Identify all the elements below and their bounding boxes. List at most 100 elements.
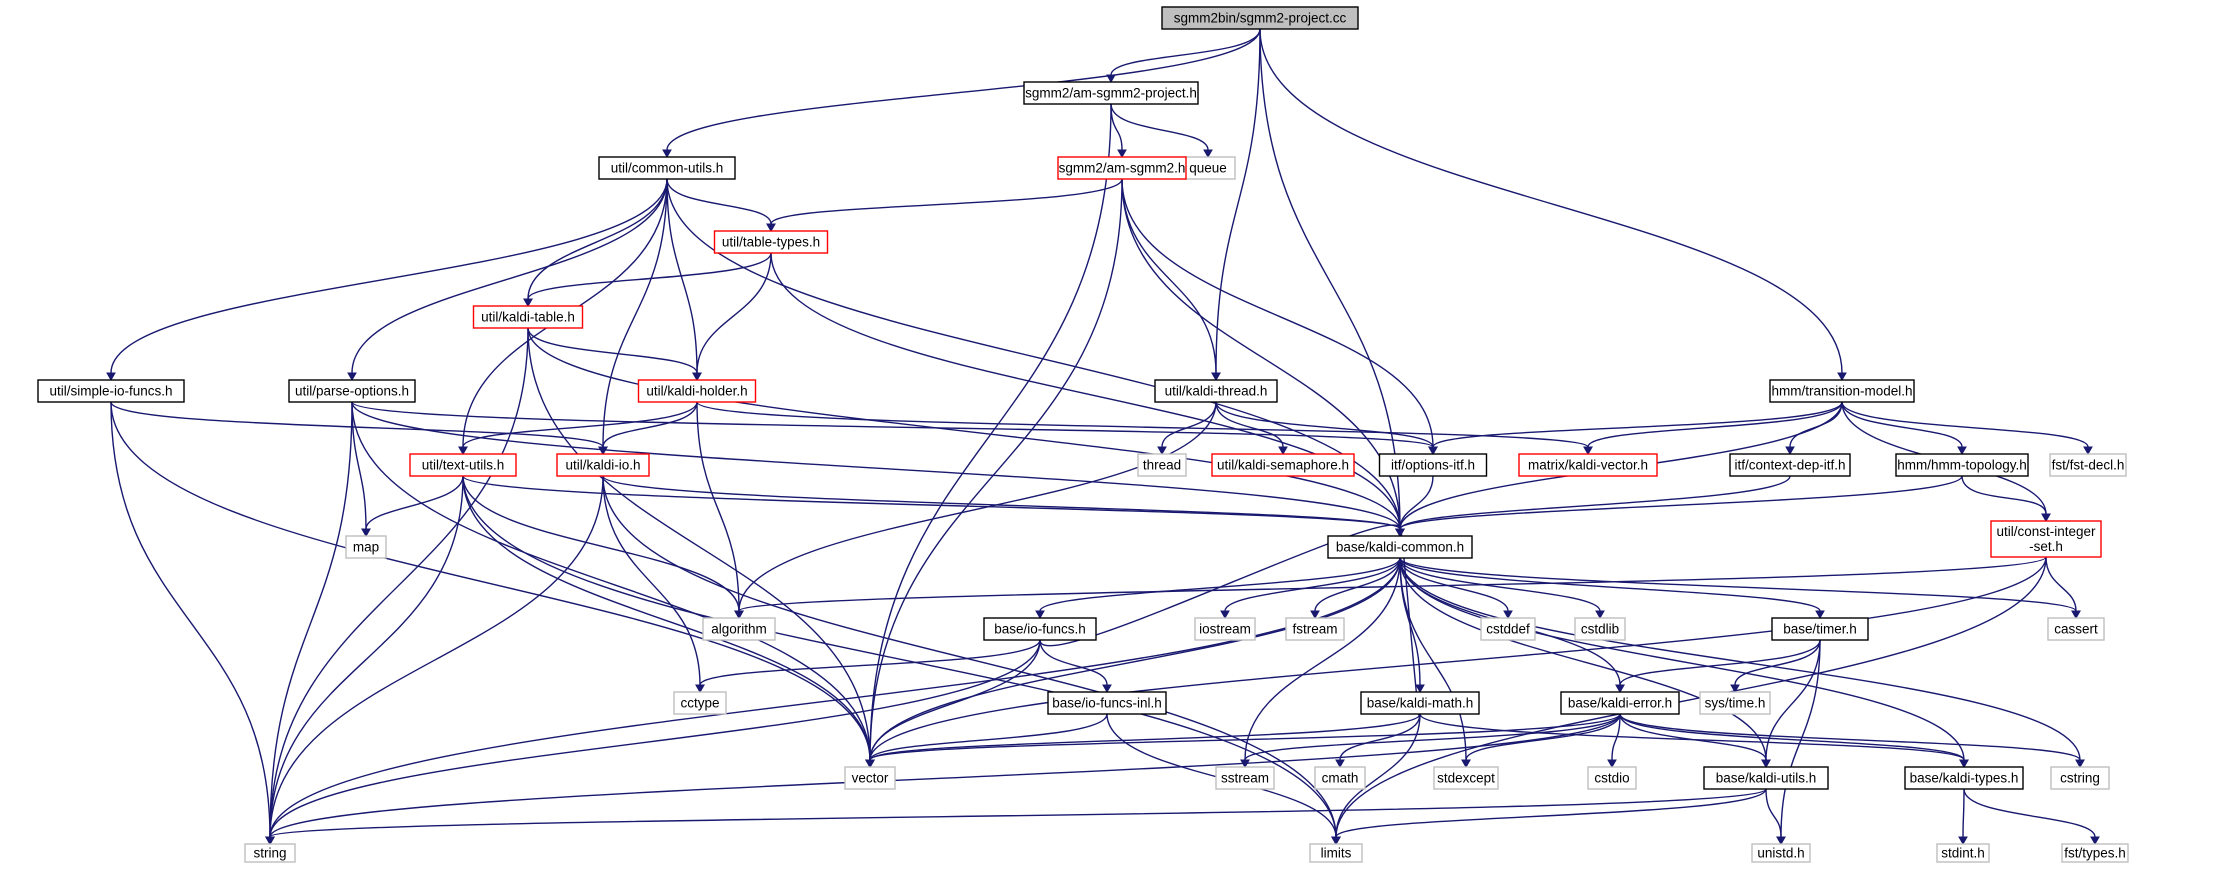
- edge-kaldicommon-to-timer: [1399, 557, 1825, 620]
- node-systime: sys/time.h: [1699, 691, 1771, 715]
- node-iofuncsinl[interactable]: base/io-funcs-inl.h: [1047, 691, 1167, 715]
- edge-constint-to-vector: [865, 556, 2047, 769]
- node-label: fst/fst-decl.h: [2052, 458, 2125, 473]
- edge-common-to-simpleio: [106, 178, 668, 382]
- node-iofuncs[interactable]: base/io-funcs.h: [983, 617, 1097, 641]
- node-box: [1154, 379, 1278, 403]
- node-box: [1990, 520, 2102, 558]
- edge-kaldierror-to-sstream: [1240, 713, 1621, 769]
- edge-root-to-common: [662, 28, 1261, 159]
- node-cstdlib: cstdlib: [1574, 617, 1626, 641]
- edge-constint-to-cassert: [2045, 556, 2081, 620]
- node-textutils[interactable]: util/text-utils.h: [409, 453, 517, 477]
- node-label: stdexcept: [1437, 771, 1495, 786]
- edge-textutils-to-limits: [462, 475, 1341, 846]
- node-label: itf/context-dep-itf.h: [1734, 458, 1845, 473]
- node-label: sgmm2/am-sgmm2-project.h: [1025, 86, 1197, 101]
- edge-transmodel-to-kaldivector: [1583, 401, 1843, 456]
- node-kaldivector[interactable]: matrix/kaldi-vector.h: [1518, 453, 1658, 477]
- node-amsgmm2[interactable]: sgmm2/am-sgmm2.h: [1057, 156, 1187, 180]
- node-label: sgmm2bin/sgmm2-project.cc: [1174, 11, 1347, 26]
- node-kalditypes[interactable]: base/kaldi-types.h: [1904, 766, 2024, 790]
- node-box: [556, 453, 650, 477]
- node-semaphore[interactable]: util/kaldi-semaphore.h: [1211, 453, 1355, 477]
- node-box: [983, 617, 1097, 641]
- node-label: util/kaldi-thread.h: [1165, 384, 1268, 399]
- node-kalditable[interactable]: util/kaldi-table.h: [472, 305, 584, 329]
- node-box: [1729, 453, 1851, 477]
- node-label: base/io-funcs-inl.h: [1052, 696, 1162, 711]
- node-label: queue: [1189, 161, 1227, 176]
- edge-kaldiio-to-string: [265, 475, 604, 846]
- node-label: base/timer.h: [1783, 622, 1857, 637]
- node-holder[interactable]: util/kaldi-holder.h: [637, 379, 757, 403]
- node-box: [1215, 766, 1275, 790]
- node-box: [37, 379, 185, 403]
- node-thread[interactable]: util/kaldi-thread.h: [1154, 379, 1278, 403]
- node-box: [1936, 843, 1990, 863]
- node-box: [2061, 843, 2129, 863]
- node-box: [673, 691, 727, 715]
- edge-kaldiutils-to-string: [265, 788, 1767, 846]
- edge-hmmtopo-to-constint: [1961, 475, 2051, 523]
- edge-iofuncs-to-string: [265, 639, 1041, 846]
- node-constint[interactable]: util/const-integer-set.h: [1990, 520, 2102, 558]
- node-label: cctype: [680, 696, 719, 711]
- node-label: map: [353, 540, 379, 555]
- node-limits: limits: [1309, 843, 1363, 863]
- node-transmodel[interactable]: hmm/transition-model.h: [1769, 379, 1915, 403]
- node-label: util/kaldi-semaphore.h: [1217, 458, 1349, 473]
- edge-simpleio-to-kaldiio: [110, 401, 608, 456]
- node-tabletypes[interactable]: util/table-types.h: [713, 230, 829, 254]
- node-optionsitf[interactable]: itf/options-itf.h: [1378, 453, 1488, 477]
- node-box: [637, 379, 757, 403]
- edge-common-to-parseopts: [347, 178, 668, 382]
- node-label: base/kaldi-common.h: [1336, 540, 1464, 555]
- node-box: [1480, 617, 1536, 641]
- edge-iofuncs-to-cctype: [695, 639, 1041, 694]
- node-label: cassert: [2054, 622, 2098, 637]
- node-label: -set.h: [2029, 539, 2063, 554]
- node-box: [1703, 766, 1829, 790]
- node-kaldiio[interactable]: util/kaldi-io.h: [556, 453, 650, 477]
- node-label: base/kaldi-math.h: [1367, 696, 1474, 711]
- edge-kaldicommon-to-cstdlib: [1399, 557, 1605, 620]
- edge-holder-to-textutils: [458, 401, 698, 456]
- node-simpleio[interactable]: util/simple-io-funcs.h: [37, 379, 185, 403]
- edge-kalditable-to-holder: [527, 327, 702, 382]
- node-timer[interactable]: base/timer.h: [1771, 617, 1869, 641]
- node-box: [713, 230, 829, 254]
- edge-kaldierror-to-cstring: [1619, 713, 2085, 769]
- node-label: algorithm: [711, 622, 767, 637]
- node-label: util/kaldi-io.h: [565, 458, 640, 473]
- node-box: [1023, 81, 1199, 105]
- node-label: iostream: [1199, 622, 1251, 637]
- node-label: base/kaldi-types.h: [1910, 771, 2019, 786]
- node-common[interactable]: util/common-utils.h: [598, 156, 736, 180]
- node-box: [1751, 843, 1811, 863]
- node-root[interactable]: sgmm2bin/sgmm2-project.cc: [1161, 6, 1359, 30]
- edge-textutils-to-map: [361, 475, 464, 538]
- edge-root-to-transmodel: [1259, 28, 1847, 382]
- node-box: [1769, 379, 1915, 403]
- node-kaldiutils[interactable]: base/kaldi-utils.h: [1703, 766, 1829, 790]
- node-contextdep[interactable]: itf/context-dep-itf.h: [1729, 453, 1851, 477]
- edge-kaldiutils-to-unistd: [1765, 788, 1786, 846]
- node-box: [702, 617, 776, 641]
- node-label: sgmm2/am-sgmm2.h: [1059, 161, 1186, 176]
- edge-kalditypes-to-stdint: [1958, 788, 1968, 846]
- node-parseopts[interactable]: util/parse-options.h: [288, 379, 416, 403]
- node-kaldicommon[interactable]: base/kaldi-common.h: [1327, 535, 1473, 559]
- node-kaldierror[interactable]: base/kaldi-error.h: [1560, 691, 1680, 715]
- node-label: cstring: [2060, 771, 2100, 786]
- node-box: [1057, 156, 1187, 180]
- node-box: [1194, 617, 1256, 641]
- node-label: util/const-integer: [1996, 524, 2096, 539]
- node-hmmtopo[interactable]: hmm/hmm-topology.h: [1895, 453, 2029, 477]
- edge-tabletypes-to-holder: [692, 252, 772, 382]
- node-fsttypes: fst/types.h: [2061, 843, 2129, 863]
- node-amproj[interactable]: sgmm2/am-sgmm2-project.h: [1023, 81, 1199, 105]
- edge-thread-to-semaphore: [1215, 401, 1288, 456]
- node-kaldimath[interactable]: base/kaldi-math.h: [1360, 691, 1480, 715]
- edge-kaldiio-to-kaldicommon: [602, 475, 1405, 538]
